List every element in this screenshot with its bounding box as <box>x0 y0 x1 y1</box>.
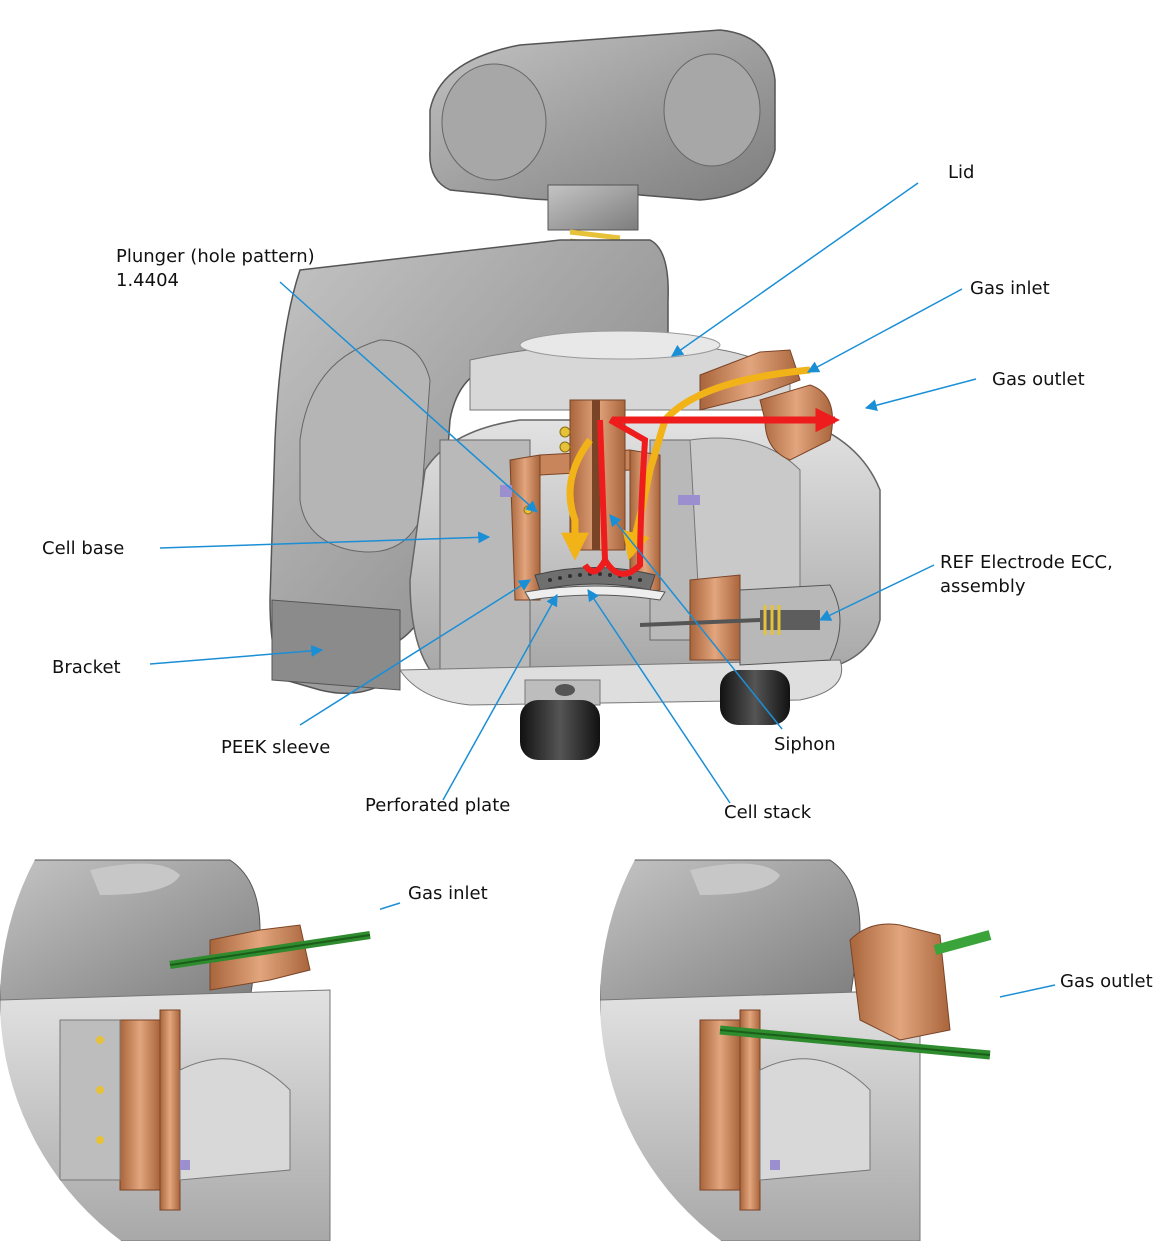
label-cell-stack: Cell stack <box>724 802 812 823</box>
label-gas-outlet: Gas outlet <box>992 369 1085 390</box>
leader-plunger <box>279 281 538 513</box>
label-detail-gas-inlet: Gas inlet <box>408 883 488 904</box>
t-handle <box>429 29 776 259</box>
detail-right <box>600 859 1000 1241</box>
leader-cell-base <box>159 531 491 549</box>
leader-perforated <box>442 593 558 801</box>
label-siphon: Siphon <box>774 734 836 755</box>
label-bracket: Bracket <box>52 657 121 678</box>
ref-electrode <box>639 574 841 666</box>
label-plunger-line2: 1.4404 <box>116 270 179 291</box>
leader-lines <box>149 182 1056 1014</box>
leader-gas-inlet <box>806 288 963 373</box>
leader-cell-stack <box>587 589 731 804</box>
label-ref-line2: assembly <box>940 576 1026 597</box>
leader-lid <box>671 182 919 357</box>
label-detail-gas-outlet: Gas outlet <box>1060 971 1153 992</box>
label-lid: Lid <box>948 162 975 183</box>
leader-bracket <box>149 644 324 665</box>
leader-peek <box>299 579 532 726</box>
label-plunger-line1: Plunger (hole pattern) <box>116 246 315 267</box>
label-peek-sleeve: PEEK sleeve <box>221 737 331 758</box>
label-perforated-plate: Perforated plate <box>365 795 511 816</box>
label-cell-base: Cell base <box>42 538 125 559</box>
leader-gas-outlet <box>864 378 977 412</box>
label-ref-line1: REF Electrode ECC, <box>940 552 1113 573</box>
label-gas-inlet: Gas inlet <box>970 278 1050 299</box>
main-cell-drawing <box>269 29 881 760</box>
leader-ref <box>818 564 935 621</box>
leader-siphon <box>609 514 783 730</box>
detail-left <box>0 859 380 1241</box>
